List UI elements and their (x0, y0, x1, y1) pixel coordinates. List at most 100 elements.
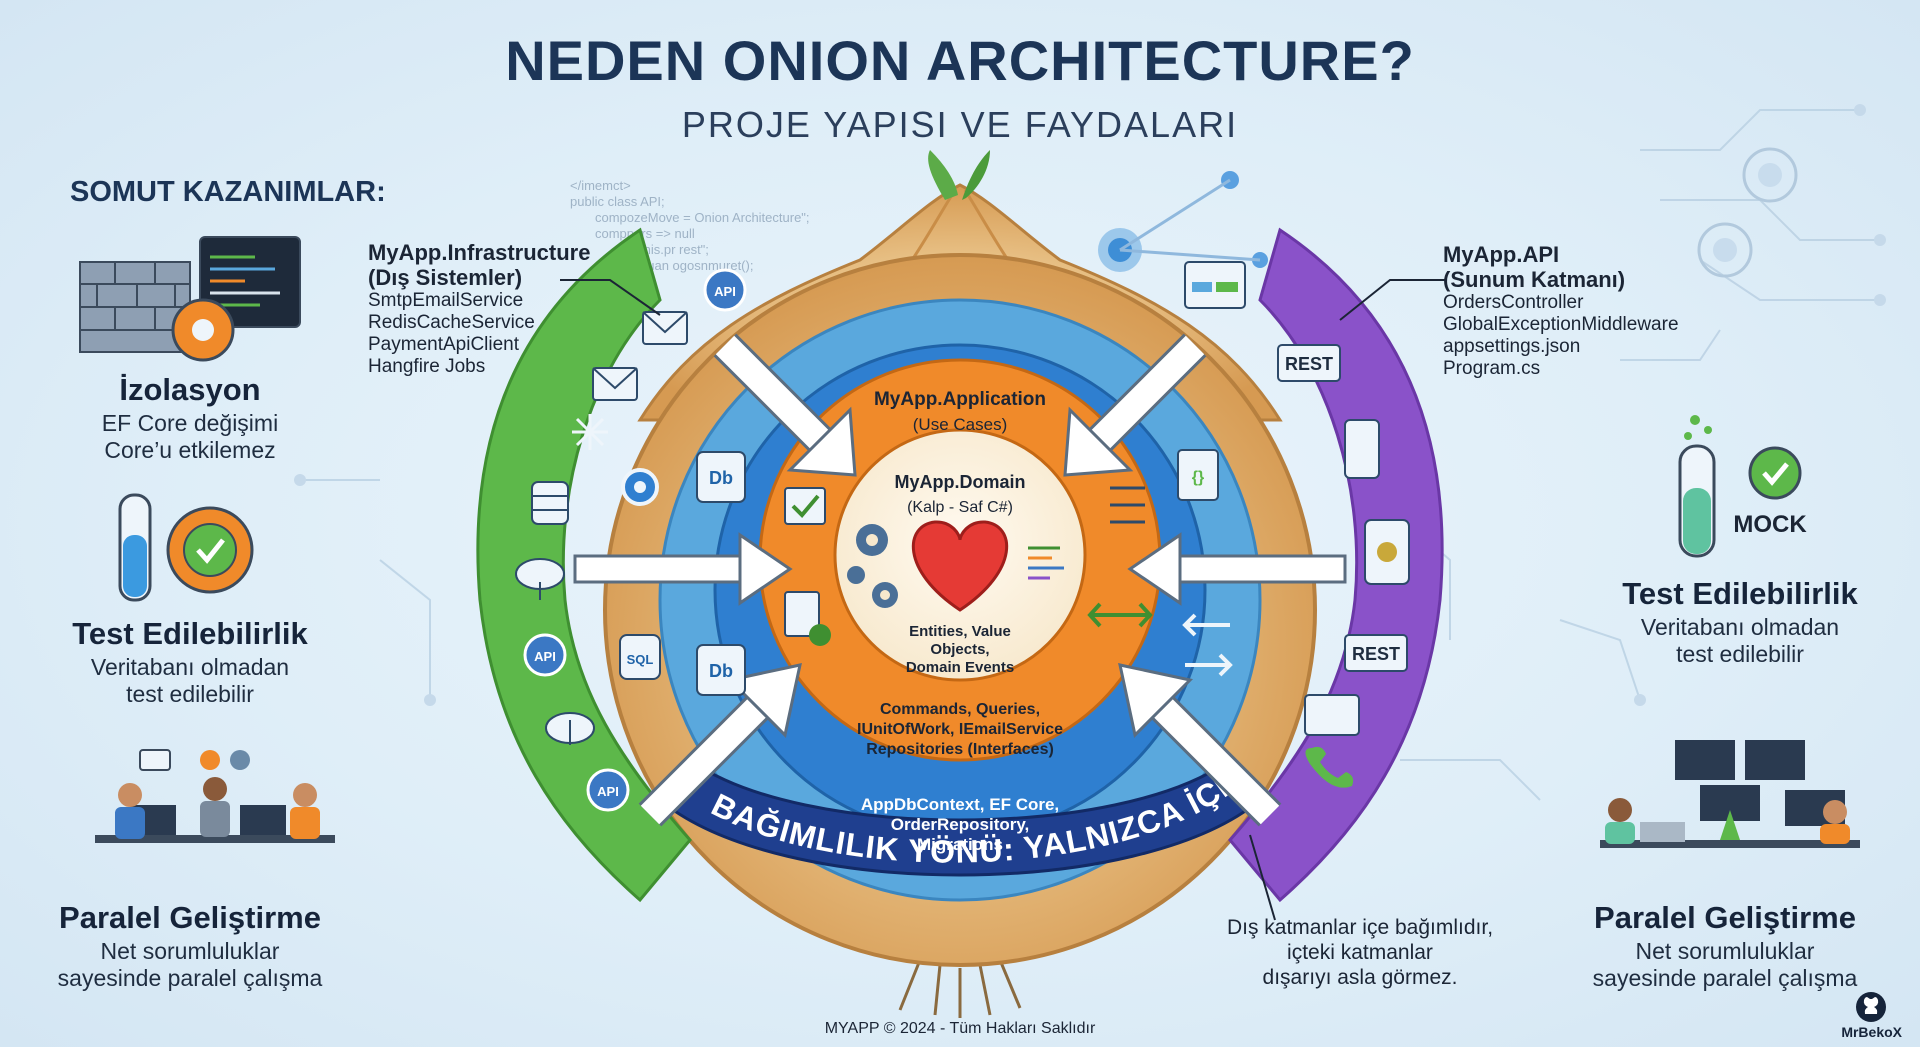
benefit-text: sayesinde paralel çalışma (57, 965, 323, 991)
cloud-upload-icon (545, 712, 595, 745)
benefit-text: Net sorumluluklar (100, 938, 280, 964)
infrastructure-item: Hangfire Jobs (368, 356, 486, 377)
application-items: Commands, Queries, IUnitOfWork, IEmailSe… (857, 701, 1063, 758)
api-title: MyApp.API (1443, 242, 1560, 267)
svg-text:</imemct>: </imemct> (570, 178, 631, 193)
api-label: MyApp.API (Sunum Katmanı) OrdersControll… (1443, 242, 1743, 380)
developers-icon (1600, 740, 1860, 848)
gear-icon (171, 298, 235, 362)
checkbox-icon (784, 487, 826, 525)
benefit-title: Paralel Geliştirme (59, 900, 321, 935)
heart-icon (911, 520, 1009, 612)
infrastructure-leader-line (560, 279, 661, 316)
infrastructure-item: PaymentApiClient (368, 334, 520, 355)
benefit-text: Core’u etkilemez (104, 437, 276, 463)
benefit-text: EF Core değişimi (101, 410, 279, 436)
svg-text:OrderRepository,: OrderRepository, (891, 815, 1030, 834)
svg-text:REST: REST (1285, 354, 1333, 374)
arrow-top-left (713, 333, 857, 477)
swap-arrows-icon (1182, 613, 1233, 677)
code-snippet: </imemct> public class API; compozeMove … (570, 178, 810, 273)
page-title: NEDEN ONION ARCHITECTURE? (505, 29, 1415, 92)
dependency-note: Dış katmanlar içe bağımlıdır, içteki kat… (1190, 915, 1530, 990)
svg-text:IUnitOfWork, IEmailService: IUnitOfWork, IEmailService (857, 721, 1063, 738)
api-subtitle: (Sunum Katmanı) (1443, 267, 1626, 292)
note-line: Dış katmanlar içe bağımlıdır, (1226, 916, 1494, 939)
mock-badge: MOCK (1733, 511, 1807, 538)
svg-text:REST: REST (1352, 644, 1400, 664)
infrastructure-item: SmtpEmailService (368, 290, 524, 311)
cloud-download-icon (515, 558, 565, 600)
bidirectional-arrow-icon (1087, 602, 1153, 628)
code-window-icon (199, 236, 301, 328)
svg-text:Migrations: Migrations (917, 835, 1003, 854)
arrow-left (573, 532, 793, 606)
svg-text:API: API (714, 284, 736, 299)
svg-text:API: API (597, 784, 619, 799)
svg-text:comppers => null: comppers => null (595, 226, 695, 241)
code-file-icon: {} (1177, 449, 1219, 501)
svg-text:(Kalp - Saf C#): (Kalp - Saf C#) (907, 499, 1013, 516)
api-leader-line (1339, 279, 1445, 321)
mobile-phone-icon (1344, 419, 1380, 479)
network-decor-icon (1098, 171, 1268, 272)
api-item: Program.cs (1443, 358, 1541, 379)
svg-text:Objects,: Objects, (930, 641, 989, 658)
infrastructure-title: MyApp.Infrastructure (368, 240, 591, 265)
github-icon (1856, 992, 1886, 1022)
check-circle-icon (1748, 446, 1802, 500)
svg-text:{}: {} (1192, 469, 1204, 486)
benefit-text: Net sorumluluklar (1635, 938, 1815, 964)
gear-icon (621, 468, 659, 506)
brand-name: MrBekoX (1841, 1024, 1902, 1040)
benefit-title: Paralel Geliştirme (1594, 900, 1856, 935)
benefit-text: sayesinde paralel çalışma (1592, 965, 1858, 991)
checklist-icon (1110, 486, 1145, 524)
svg-text:compozeMove = Onion Architectu: compozeMove = Onion Architecture"; (595, 210, 810, 225)
svg-text:(Use Cases): (Use Cases) (913, 415, 1007, 434)
isolation-illustration (79, 236, 301, 362)
browser-window-icon-2 (1304, 694, 1360, 736)
benefit-text: test edilebilir (1676, 641, 1804, 667)
api-item: appsettings.json (1443, 336, 1581, 357)
rest-badge-icon: REST (1277, 344, 1341, 382)
arrow-top-right (1063, 333, 1207, 477)
circuit-nodes-icon (1697, 147, 1798, 278)
benefit-title: Test Edilebilirlik (72, 616, 308, 651)
svg-text:Domain Events: Domain Events (906, 659, 1014, 676)
browser-window-icon (1184, 261, 1246, 309)
api-layer-arc (1228, 227, 1444, 903)
test-illustration (118, 493, 254, 602)
developers-illustration (1600, 740, 1860, 848)
svg-text:AppDbContext, EF Core,: AppDbContext, EF Core, (861, 795, 1059, 814)
footer-copyright: MYAPP © 2024 - Tüm Hakları Saklıdır (824, 1020, 1096, 1037)
test-tube-icon (118, 493, 152, 602)
application-label: MyApp.Application (Use Cases) (874, 389, 1046, 434)
svg-text:Db: Db (709, 468, 733, 488)
snowflake-icon (572, 414, 608, 450)
arrow-bottom-left (638, 663, 802, 827)
note-leader-line (1249, 834, 1276, 921)
benefit-title: Test Edilebilirlik (1622, 576, 1858, 611)
mail-icon-2 (592, 367, 638, 401)
tablet-icon (1364, 519, 1410, 585)
api-item: GlobalExceptionMiddleware (1443, 314, 1679, 335)
domain-label: MyApp.Domain (Kalp - Saf C#) Entities, V… (894, 472, 1025, 676)
svg-text:MyApp.Application: MyApp.Application (874, 389, 1046, 410)
note-line: dışarıyı asla görmez. (1262, 966, 1458, 989)
arrow-right (1127, 532, 1347, 606)
rest-badge-icon-2: REST (1344, 634, 1408, 672)
team-illustration (95, 749, 335, 843)
bubbles-icon (1684, 415, 1712, 440)
page-subtitle: PROJE YAPISI VE FAYDALARI (681, 104, 1239, 145)
api-icon: API (703, 268, 747, 312)
persistence-items: AppDbContext, EF Core, OrderRepository, … (861, 795, 1059, 854)
benefit-text: Veritabanı olmadan (90, 654, 290, 680)
mock-test-illustration: MOCK (1678, 415, 1807, 558)
sql-database-icon: SQL (619, 634, 661, 680)
db-icon: Db (696, 451, 746, 503)
benefit-title: İzolasyon (119, 372, 261, 407)
phone-icon (1305, 746, 1354, 788)
arrow-bottom-right (1118, 663, 1282, 827)
